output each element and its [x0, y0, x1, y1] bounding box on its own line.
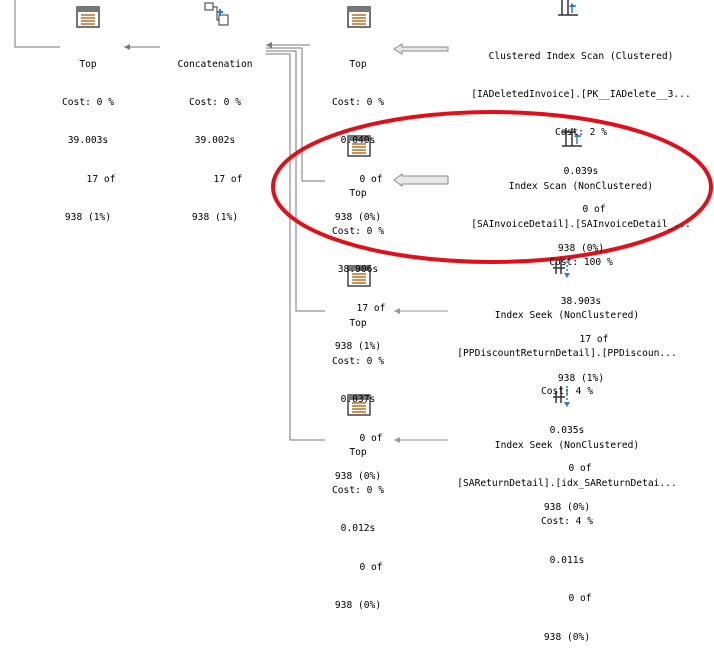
operator-time: 38.903s [560, 295, 602, 307]
operator-time: 0.035s [549, 424, 585, 436]
node-top-3[interactable]: Top Cost: 0 % 0.037s 0 of 938 (0%) [318, 292, 398, 497]
operator-estimate: 938 (0%) [557, 242, 605, 254]
operator-estimate: 938 (0%) [334, 471, 382, 483]
operator-estimate: 938 (1%) [191, 212, 239, 224]
operator-cost: Cost: 4 % [541, 386, 593, 398]
operator-estimate: 938 (1%) [334, 341, 382, 353]
operator-time: 38.906s [337, 264, 379, 276]
top-operator-icon[interactable] [346, 5, 372, 29]
index-scan-icon[interactable] [556, 0, 582, 20]
node-top-2[interactable]: Top Cost: 0 % 38.906s 17 of 938 (1%) [318, 162, 398, 367]
highlight-ellipse [271, 110, 713, 264]
node-concatenation[interactable]: Concatenation Cost: 0 % 39.002s 17 of 93… [160, 33, 270, 238]
operator-rows: 17 of [213, 173, 243, 185]
operator-cost: Cost: 2 % [555, 127, 607, 139]
operator-rows: 17 of [356, 302, 386, 314]
operator-name: Top [79, 58, 97, 70]
operator-rows: 0 of [568, 463, 592, 475]
operator-estimate: 938 (0%) [334, 212, 382, 224]
operator-rows: 0 of [359, 173, 383, 185]
thick-arrow-1 [393, 43, 449, 55]
operator-estimate: 938 (0%) [543, 631, 591, 643]
operator-name: Top [349, 187, 367, 199]
operator-cost: Cost: 0 % [62, 96, 114, 108]
index-seek-icon[interactable] [552, 383, 576, 409]
operator-rows: 0 of [582, 204, 606, 216]
operator-cost: Cost: 0 % [332, 96, 384, 108]
operator-rows: 17 of [579, 334, 609, 346]
operator-time: 0.037s [340, 394, 376, 406]
node-top-1[interactable]: Top Cost: 0 % 0.040s 0 of 938 (0%) [318, 33, 398, 238]
operator-rows: 0 of [568, 593, 592, 605]
thick-arrow-2 [393, 173, 449, 187]
operator-rows: 0 of [359, 561, 383, 573]
top-operator-icon[interactable] [346, 393, 372, 417]
operator-rows: 0 of [359, 432, 383, 444]
operator-object: [SAInvoiceDetail].[SAInvoiceDetail_... [471, 218, 691, 230]
operator-cost: Cost: 0 % [332, 484, 384, 496]
operator-estimate: 938 (1%) [64, 212, 112, 224]
operator-estimate: 938 (1%) [557, 372, 605, 384]
operator-time: 39.003s [67, 135, 109, 147]
index-seek-icon[interactable] [552, 254, 576, 280]
operator-name: Index Seek (NonClustered) [494, 439, 640, 451]
operator-object: [SAReturnDetail].[idx_SAReturnDetai... [457, 477, 677, 489]
operator-cost: Cost: 100 % [549, 257, 613, 269]
operator-time: 0.040s [340, 135, 376, 147]
operator-object: [PPDiscountReturnDetail].[PPDiscoun... [457, 347, 677, 359]
node-index-scan[interactable]: Index Scan (NonClustered) [SAInvoiceDeta… [450, 155, 712, 398]
top-operator-icon[interactable] [346, 264, 372, 288]
operator-cost: Cost: 0 % [332, 355, 384, 367]
operator-time: 39.002s [194, 135, 236, 147]
operator-name: Top [349, 317, 367, 329]
index-scan-icon[interactable] [560, 126, 586, 152]
operator-time: 0.011s [549, 554, 585, 566]
operator-estimate: 938 (0%) [334, 600, 382, 612]
top-operator-icon[interactable] [75, 5, 101, 29]
concatenation-icon[interactable] [204, 2, 230, 28]
operator-cost: Cost: 0 % [189, 96, 241, 108]
operator-rows: 17 of [86, 173, 116, 185]
node-top-4[interactable]: Top Cost: 0 % 0.012s 0 of 938 (0%) [318, 421, 398, 626]
node-top-root[interactable]: Top Cost: 0 % 39.003s 17 of 938 (1%) [38, 33, 138, 238]
operator-name: Top [349, 58, 367, 70]
operator-name: Top [349, 446, 367, 458]
plan-connectors [14, 0, 713, 443]
top-operator-icon[interactable] [346, 134, 372, 158]
operator-time: 0.012s [340, 523, 376, 535]
operator-object: [IADeletedInvoice].[PK__IADelete__3... [471, 88, 691, 100]
operator-name: Index Seek (NonClustered) [494, 309, 640, 321]
operator-time: 0.039s [563, 165, 599, 177]
operator-name: Clustered Index Scan (Clustered) [488, 50, 674, 62]
operator-cost: Cost: 4 % [541, 516, 593, 528]
operator-name: Concatenation [177, 58, 253, 70]
node-clustered-index-scan[interactable]: Clustered Index Scan (Clustered) [IADele… [450, 25, 712, 268]
operator-cost: Cost: 0 % [332, 225, 384, 237]
node-index-seek-2[interactable]: Index Seek (NonClustered) [SAReturnDetai… [436, 414, 698, 657]
operator-name: Index Scan (NonClustered) [508, 180, 654, 192]
